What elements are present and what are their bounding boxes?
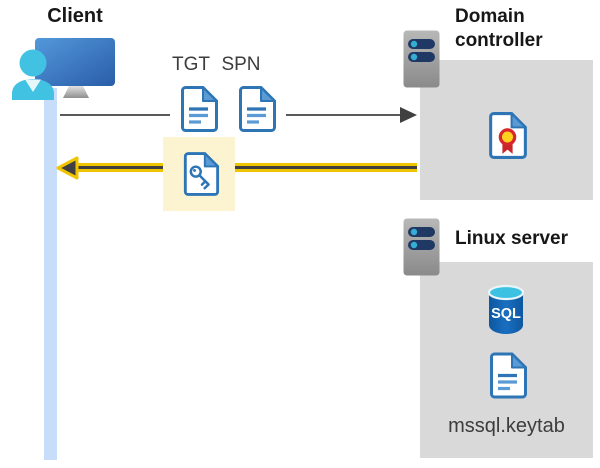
domain-controller-server-icon bbox=[403, 30, 440, 88]
keytab-file-label: mssql.keytab bbox=[448, 415, 565, 437]
monitor-icon bbox=[35, 38, 115, 86]
sql-database-icon: SQL bbox=[487, 284, 525, 334]
key-icon bbox=[189, 165, 210, 190]
client-timeline-bar bbox=[44, 88, 57, 460]
domain-controller-label: Domain controller bbox=[455, 6, 543, 51]
sql-icon-label: SQL bbox=[491, 306, 521, 322]
tgt-label: TGT bbox=[172, 54, 210, 75]
person-collar bbox=[25, 79, 41, 92]
response-arrow-head-icon bbox=[56, 156, 79, 180]
linux-server-icon bbox=[403, 218, 440, 276]
spn-label: SPN bbox=[221, 54, 261, 75]
certificate-icon bbox=[489, 112, 527, 159]
monitor-stand bbox=[63, 86, 89, 98]
client-user-monitor-icon bbox=[12, 38, 115, 100]
linux-server-label: Linux server bbox=[455, 228, 568, 249]
spn-document-icon bbox=[239, 86, 276, 132]
keytab-document-icon bbox=[490, 352, 527, 399]
client-label: Client bbox=[47, 5, 103, 27]
ticket-documents bbox=[170, 82, 286, 136]
request-arrow-head-icon bbox=[400, 107, 417, 123]
certificate-seal bbox=[498, 128, 517, 146]
response-arrow-line bbox=[72, 163, 417, 172]
person-head bbox=[19, 49, 47, 77]
key-ticket-document-icon bbox=[183, 152, 220, 196]
tgt-document-icon bbox=[181, 86, 218, 132]
